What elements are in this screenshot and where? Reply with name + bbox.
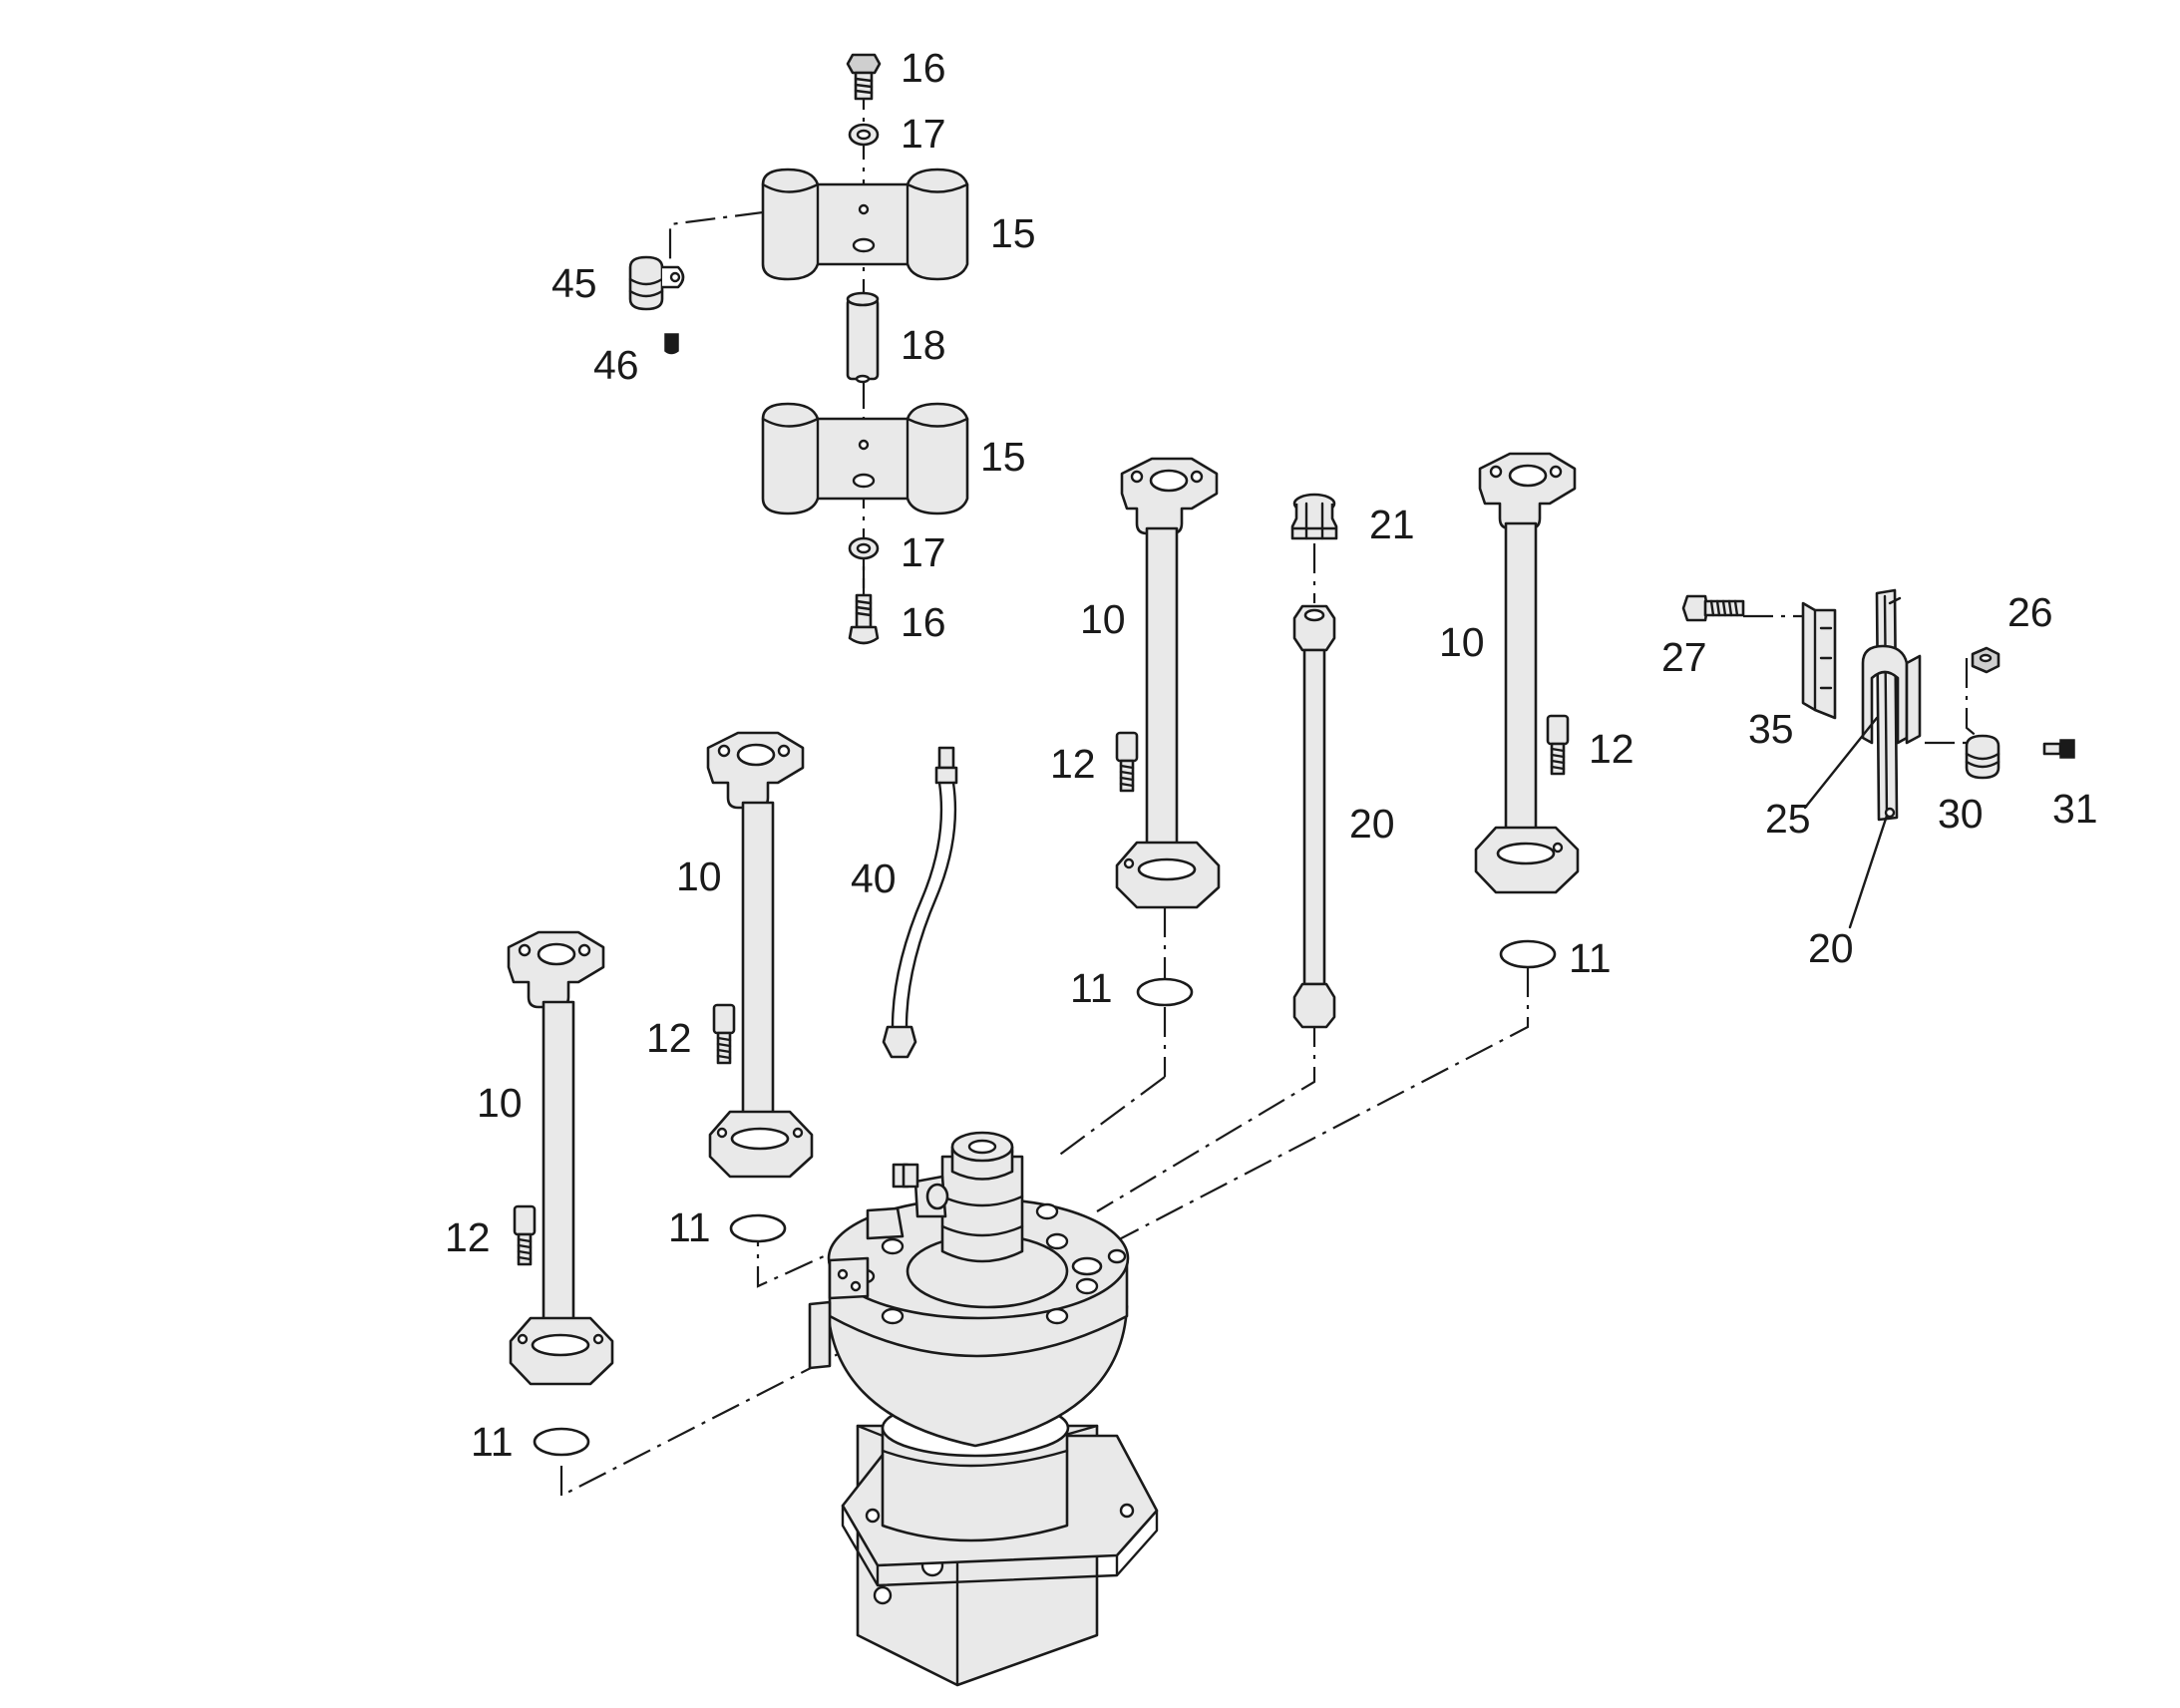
callout-11-left: 11	[471, 1419, 514, 1465]
callout-35: 35	[1748, 706, 1794, 752]
callout-25: 25	[1765, 796, 1811, 842]
bracket-35	[1801, 601, 1837, 720]
callout-16-top: 16	[901, 45, 946, 91]
pipe-20-detail	[1875, 588, 1902, 822]
callout-11-left2: 11	[668, 1204, 711, 1250]
screw-46	[664, 333, 679, 355]
slewing-unit	[808, 1131, 1159, 1687]
callout-40: 40	[851, 855, 897, 901]
callout-10-left2: 10	[676, 854, 722, 899]
callout-17-top: 17	[901, 111, 946, 157]
assembly-lines	[559, 80, 1987, 1498]
washer-17-bottom	[848, 536, 880, 560]
screw-16-bottom	[848, 593, 880, 645]
callout-31: 31	[2052, 786, 2098, 832]
hose-40	[882, 746, 958, 1059]
o-ring-11-right	[1499, 939, 1557, 969]
screw-12-left2	[712, 1003, 736, 1065]
tube-10-left2	[706, 731, 814, 1179]
callout-30: 30	[1938, 791, 1984, 837]
o-ring-11-left	[533, 1427, 590, 1457]
callout-20-detail: 20	[1808, 925, 1854, 971]
callout-15-bottom: 15	[980, 434, 1026, 480]
clamp-25	[1861, 644, 1922, 745]
callout-20-center: 20	[1349, 801, 1395, 847]
clip-45	[628, 255, 685, 311]
callout-10-left: 10	[477, 1080, 523, 1126]
callout-26: 26	[2007, 589, 2053, 635]
screw-31	[2042, 739, 2075, 759]
screw-12-mid	[1115, 731, 1139, 793]
clamp-15-bottom	[761, 402, 969, 515]
bolt-27	[1681, 594, 1745, 622]
screw-16-top	[846, 53, 882, 101]
fitting-21	[1290, 493, 1338, 540]
o-ring-11-mid	[1136, 977, 1194, 1007]
callout-12-mid: 12	[1050, 741, 1096, 787]
callout-12-left: 12	[445, 1214, 491, 1260]
callout-11-mid: 11	[1070, 965, 1113, 1011]
callout-16-bottom: 16	[901, 599, 946, 645]
tube-10-right	[1474, 452, 1580, 894]
callout-labels: 16 17 15 45 46 18 15 17 16 21 10 10 12 1…	[445, 45, 2098, 1465]
screw-12-left	[513, 1204, 537, 1266]
callout-27: 27	[1661, 634, 1707, 680]
clip-30	[1965, 734, 2000, 780]
callout-10-mid: 10	[1080, 596, 1126, 642]
pipe-20	[1292, 604, 1336, 1029]
callout-45: 45	[551, 260, 597, 306]
leader-lines	[1803, 716, 1889, 929]
callout-15-top: 15	[990, 210, 1036, 256]
tube-10-left	[507, 930, 614, 1386]
callout-21: 21	[1369, 502, 1415, 547]
pin-18	[846, 291, 880, 384]
clamp-15-top	[761, 168, 969, 281]
washer-17-top	[848, 123, 880, 147]
callout-11-right: 11	[1569, 935, 1612, 981]
nut-26	[1971, 646, 2000, 674]
screw-12-right	[1546, 714, 1570, 776]
callout-12-left2: 12	[646, 1015, 692, 1061]
callout-46: 46	[593, 342, 639, 388]
tube-10-mid	[1115, 457, 1221, 909]
callout-17-bottom: 17	[901, 529, 946, 575]
callout-18: 18	[901, 322, 946, 368]
callout-10-right: 10	[1439, 619, 1485, 665]
callout-12-right: 12	[1589, 726, 1635, 772]
o-ring-11-left2	[729, 1213, 787, 1243]
